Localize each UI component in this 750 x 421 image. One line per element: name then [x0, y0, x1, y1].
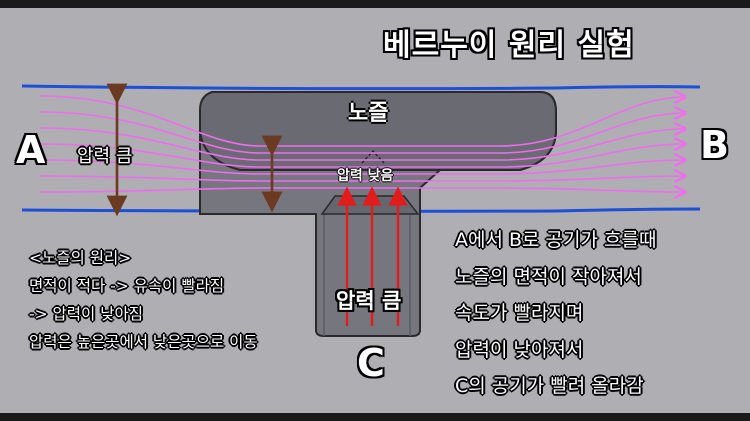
- throat-cusp: [361, 150, 385, 164]
- step-line: 노즐의 면적이 작아져서: [455, 265, 642, 288]
- nozzle-inner-opening: [320, 195, 420, 215]
- pressure-high-left: 압력 큼: [77, 146, 133, 167]
- pressure-high-tube: 압력 큼: [336, 289, 402, 313]
- nozzle-label: 노즐: [348, 101, 389, 126]
- pressure-low-throat: 압력 낮음: [337, 168, 394, 184]
- label-point-c: C: [357, 341, 385, 385]
- nozzle-tube: [323, 214, 411, 336]
- bottom-border: [0, 413, 750, 421]
- notes-line: -> 압력이 낮아짐: [29, 305, 143, 323]
- streamline: [39, 112, 685, 154]
- notes-line: 압력은 높은곳에서 낮은곳으로 이동: [29, 333, 258, 351]
- label-point-a: A: [16, 128, 46, 172]
- upward-flow-arrows: [337, 186, 408, 326]
- notes-line: 면적이 적다 -> 유속이 빨라짐: [29, 277, 225, 295]
- channel-top-wall: [21, 84, 701, 91]
- nozzle-top-face: [199, 91, 557, 171]
- explanation-steps: A에서 B로 공기가 흐를때 노즐의 면적이 작아져서 속도가 빨라지며 압력이…: [455, 222, 656, 405]
- notes-title: <노즐의 원리>: [29, 249, 132, 267]
- step-line: 속도가 빨라지며: [455, 302, 584, 324]
- principle-notes: <노즐의 원리> 면적이 적다 -> 유속이 빨라짐 -> 압력이 낮아짐 압력…: [29, 244, 258, 356]
- step-line: C의 공기가 빨려 올라감: [455, 375, 644, 397]
- channel-bottom-wall: [21, 207, 701, 213]
- label-point-b: B: [700, 123, 729, 167]
- step-line: 압력이 낮아져서: [455, 338, 584, 361]
- page-title: 베르누이 원리 실험: [383, 28, 635, 63]
- top-border: [0, 0, 750, 8]
- streamline: [39, 96, 685, 147]
- step-line: A에서 B로 공기가 흐를때: [455, 229, 657, 251]
